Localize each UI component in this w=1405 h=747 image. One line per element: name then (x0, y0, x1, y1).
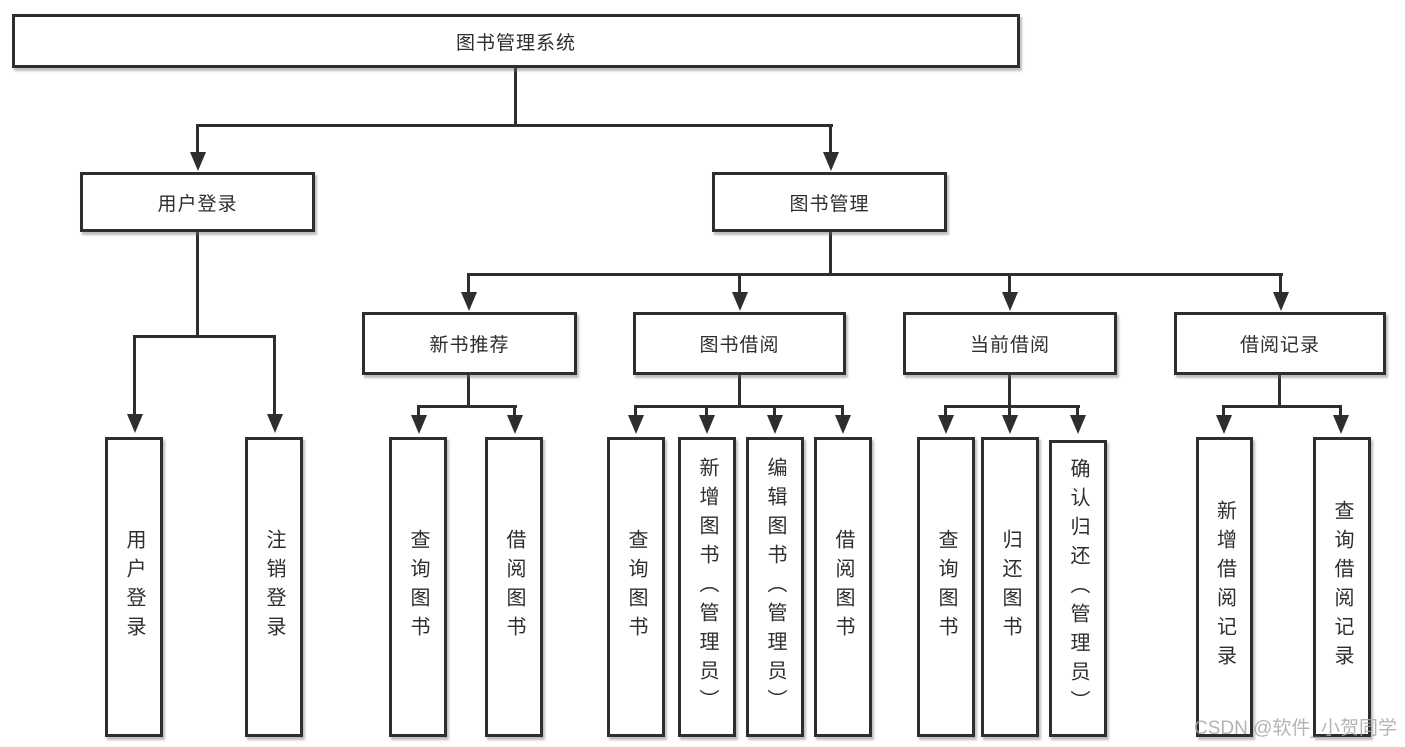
leaf-user-login-label: 用户登录 (123, 529, 145, 645)
node-book-borrowing: 图书借阅 (633, 312, 846, 375)
node-new-book-recommend: 新书推荐 (362, 312, 577, 375)
leaf-bb-edit-books-admin-label: 编辑图书（管理员） (764, 456, 786, 718)
arrowhead-down-icon (267, 414, 283, 433)
leaf-br-add-record-label: 新增借阅记录 (1213, 500, 1236, 674)
arrowhead-down-icon (767, 415, 783, 434)
connector-shaft (196, 124, 199, 154)
connector-shaft (467, 273, 470, 295)
connector-bb-rail (634, 405, 844, 408)
leaf-cb-confirm-return-admin-label: 确认归还（管理员） (1067, 458, 1089, 719)
arrowhead-down-icon (1070, 415, 1086, 434)
leaf-bb-add-books-admin: 新增图书（管理员） (678, 437, 736, 737)
connector-bookmgmt-stem (829, 232, 832, 276)
node-current-borrowing-label: 当前借阅 (969, 335, 1050, 356)
node-book-management-label: 图书管理 (789, 193, 870, 215)
node-book-borrowing-label: 图书借阅 (699, 335, 780, 356)
leaf-bb-edit-books-admin: 编辑图书（管理员） (746, 437, 804, 737)
leaf-user-login: 用户登录 (105, 437, 163, 737)
leaf-cb-query-books: 查询图书 (917, 437, 975, 737)
arrowhead-down-icon (1333, 415, 1349, 434)
leaf-br-query-record: 查询借阅记录 (1313, 437, 1371, 737)
arrowhead-down-icon (938, 415, 954, 434)
leaf-bb-borrow-books-label: 借阅图书 (832, 529, 854, 645)
arrowhead-down-icon (127, 414, 143, 433)
leaf-nbr-borrow-books: 借阅图书 (485, 437, 543, 737)
node-root-label: 图书管理系统 (455, 32, 576, 54)
connector-shaft (273, 335, 276, 415)
leaf-bb-query-books-label: 查询图书 (625, 529, 647, 645)
connector-shaft (634, 405, 637, 417)
leaf-bb-add-books-admin-label: 新增图书（管理员） (696, 456, 718, 718)
node-new-book-recommend-label: 新书推荐 (429, 335, 510, 356)
connector-shaft (417, 405, 420, 417)
connector-root-rail (196, 124, 833, 127)
arrowhead-down-icon (1002, 415, 1018, 434)
connector-br-stem (1278, 375, 1281, 408)
connector-nbr-stem (467, 375, 470, 408)
node-borrowing-records-label: 借阅记录 (1239, 335, 1320, 356)
node-borrowing-records: 借阅记录 (1174, 312, 1386, 375)
arrowhead-down-icon (823, 152, 839, 171)
arrowhead-down-icon (411, 415, 427, 434)
connector-shaft (841, 405, 844, 417)
arrowhead-down-icon (507, 415, 523, 434)
leaf-nbr-query-books: 查询图书 (389, 437, 447, 737)
connector-nbr-rail (417, 405, 517, 408)
connector-root-stem (514, 68, 517, 126)
connector-shaft (1008, 273, 1011, 295)
leaf-nbr-query-books-label: 查询图书 (407, 529, 429, 645)
connector-cb-stem (1008, 375, 1011, 408)
arrowhead-down-icon (699, 415, 715, 434)
connector-br-rail (1222, 405, 1342, 408)
leaf-logout: 注销登录 (245, 437, 303, 737)
connector-shaft (1008, 405, 1011, 417)
leaf-cb-return-books: 归还图书 (981, 437, 1039, 737)
connector-shaft (1076, 405, 1079, 417)
connector-shaft (513, 405, 516, 417)
node-user-login: 用户登录 (80, 172, 315, 232)
arrowhead-down-icon (1273, 292, 1289, 311)
connector-userlogin-rail (133, 335, 276, 338)
leaf-br-query-record-label: 查询借阅记录 (1331, 500, 1353, 674)
connector-userlogin-stem (196, 232, 199, 338)
leaf-logout-label: 注销登录 (263, 529, 285, 645)
connector-shaft (133, 335, 136, 415)
leaf-br-add-record: 新增借阅记录 (1196, 437, 1253, 737)
arrowhead-down-icon (732, 292, 748, 311)
connector-shaft (829, 124, 832, 154)
arrowhead-down-icon (1002, 292, 1018, 311)
connector-bb-stem (738, 375, 741, 408)
arrowhead-down-icon (835, 415, 851, 434)
arrowhead-down-icon (628, 415, 644, 434)
node-current-borrowing: 当前借阅 (903, 312, 1117, 375)
connector-shaft (705, 405, 708, 417)
leaf-bb-borrow-books: 借阅图书 (814, 437, 872, 737)
connector-shaft (1339, 405, 1342, 417)
connector-shaft (944, 405, 947, 417)
connector-shaft (1222, 405, 1225, 417)
leaf-cb-query-books-label: 查询图书 (935, 529, 957, 645)
connector-shaft (738, 273, 741, 295)
connector-cb-rail (944, 405, 1080, 408)
connector-shaft (773, 405, 776, 417)
node-book-management: 图书管理 (712, 172, 947, 232)
leaf-cb-return-books-label: 归还图书 (999, 529, 1021, 645)
arrowhead-down-icon (461, 292, 477, 311)
leaf-nbr-borrow-books-label: 借阅图书 (503, 529, 525, 645)
node-user-login-label: 用户登录 (157, 193, 238, 215)
leaf-bb-query-books: 查询图书 (607, 437, 665, 737)
arrowhead-down-icon (190, 152, 206, 171)
connector-shaft (1279, 273, 1282, 295)
watermark: CSDN @软件_小贺同学 (1194, 718, 1397, 739)
connector-bookmgmt-rail (467, 273, 1283, 276)
arrowhead-down-icon (1216, 415, 1232, 434)
node-root: 图书管理系统 (12, 14, 1020, 68)
leaf-cb-confirm-return-admin: 确认归还（管理员） (1049, 440, 1107, 737)
